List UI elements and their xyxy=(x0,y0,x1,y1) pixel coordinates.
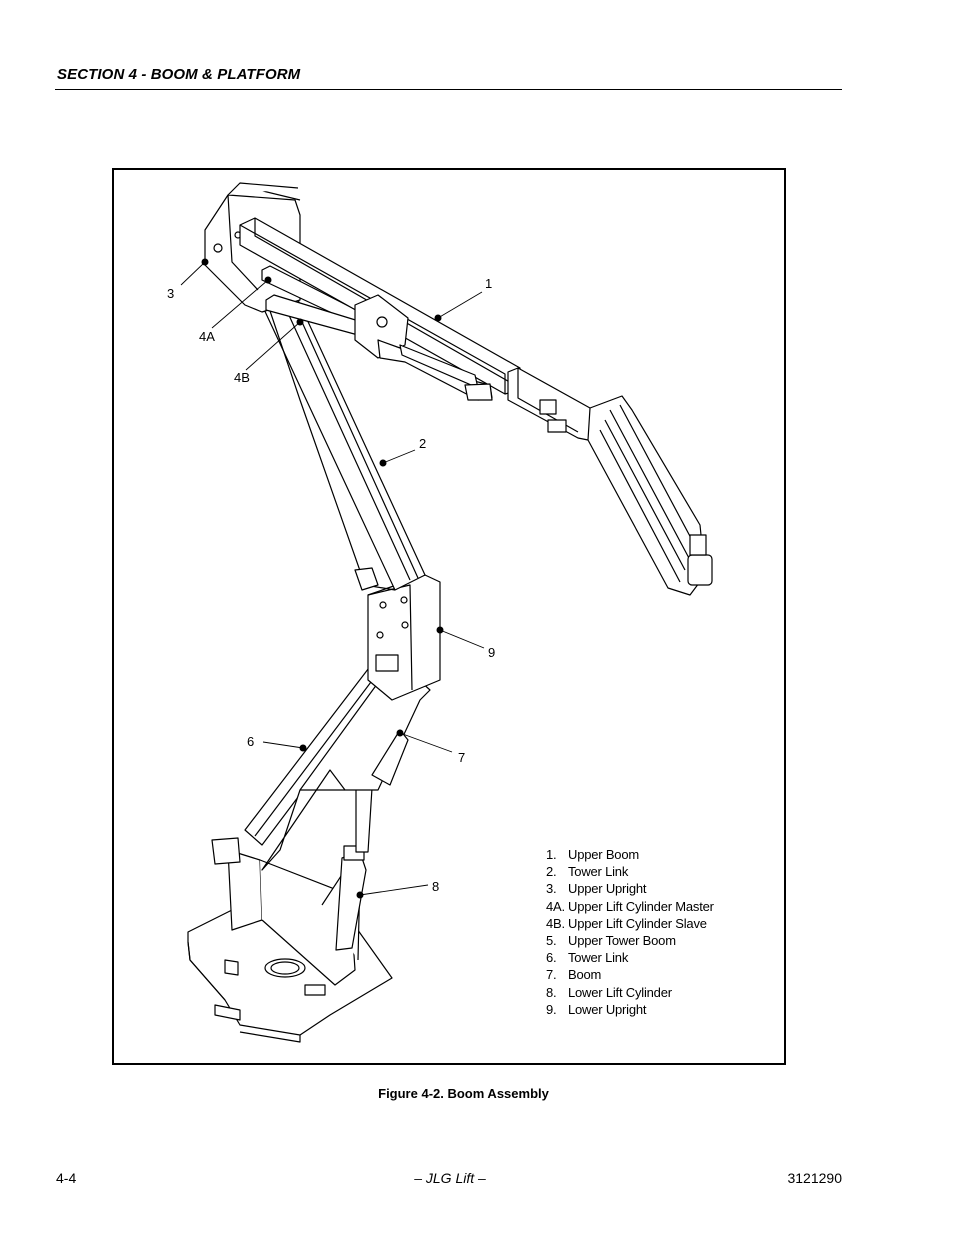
legend-item: 9.Lower Upright xyxy=(546,1001,647,1017)
callout-2: 2 xyxy=(419,436,426,451)
figure-legend: 1.Upper Boom 2.Tower Link 3.Upper Uprigh… xyxy=(546,846,714,1018)
header-divider xyxy=(55,89,842,90)
legend-item: 7.Boom xyxy=(546,967,602,983)
callout-3: 3 xyxy=(167,286,174,301)
callout-9: 9 xyxy=(488,645,495,660)
footer-publisher: – JLG Lift – xyxy=(414,1170,486,1186)
legend-item: 3.Upper Upright xyxy=(546,881,647,897)
legend-item: 6.Tower Link xyxy=(546,950,629,966)
callout-1: 1 xyxy=(485,276,492,291)
callout-4b: 4B xyxy=(234,370,250,385)
page-number: 4-4 xyxy=(56,1170,77,1186)
boom-lower xyxy=(261,669,431,871)
figure-caption: Figure 4-2. Boom Assembly xyxy=(378,1086,549,1101)
legend-item: 5.Upper Tower Boom xyxy=(546,933,676,949)
callout-7: 7 xyxy=(458,750,465,765)
callout-8: 8 xyxy=(432,879,439,894)
legend-item: 1.Upper Boom xyxy=(546,847,639,862)
section-title: SECTION 4 - BOOM & PLATFORM xyxy=(57,66,301,83)
legend-item: 4A.Upper Lift Cylinder Master xyxy=(546,898,714,914)
callout-4a: 4A xyxy=(199,329,215,344)
legend-item: 2.Tower Link xyxy=(546,864,629,880)
figure-frame xyxy=(112,168,786,1065)
legend-item: 4B.Upper Lift Cylinder Slave xyxy=(546,915,707,931)
callout-6: 6 xyxy=(247,734,254,749)
document-number: 3121290 xyxy=(787,1170,842,1186)
legend-item: 8.Lower Lift Cylinder xyxy=(546,984,672,1000)
